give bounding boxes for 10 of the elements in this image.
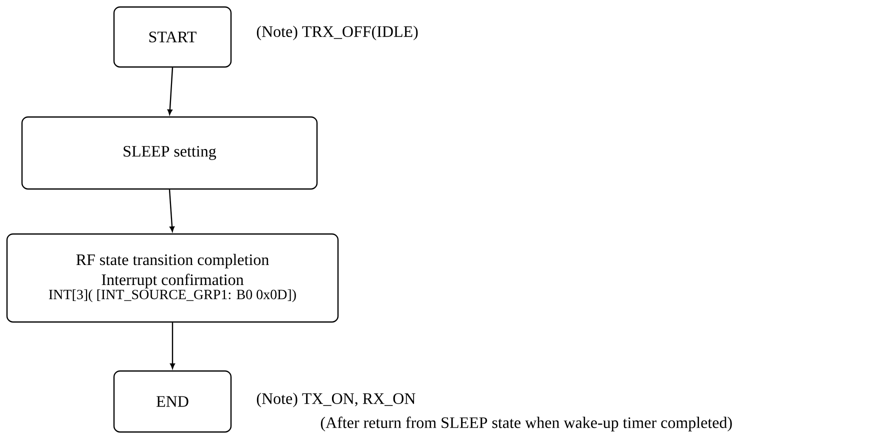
process-box: SLEEP setting [21, 116, 318, 190]
note: (Note) TRX_OFF(IDLE) [256, 26, 418, 40]
arrow [170, 322, 175, 369]
process-box: RF state transition completion Interrupt confirmation INT[3]( [INT_SOURCE_GRP1: B0 0x0D]) [6, 233, 339, 323]
process-box: END [113, 370, 232, 433]
arrow [168, 190, 175, 232]
process-box: START [113, 6, 232, 68]
note: (Note) TX_ON, RX_ON [256, 392, 416, 408]
arrow [167, 68, 174, 115]
note: (After return from SLEEP state when wake-up timer completed) [320, 416, 732, 432]
